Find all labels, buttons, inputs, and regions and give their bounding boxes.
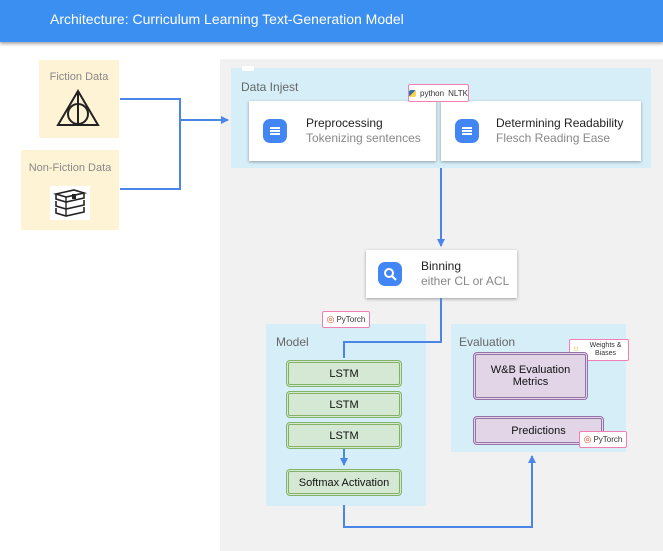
wandb-dots-icon: ⁞⁞ bbox=[573, 344, 579, 355]
non-fiction-data-label: Non-Fiction Data bbox=[28, 162, 112, 174]
pytorch-flame-icon: ◎ bbox=[583, 434, 592, 444]
fiction-to-ingest-arrow bbox=[120, 98, 229, 124]
model-to-evaluation-arrow bbox=[343, 455, 536, 528]
preprocessing-subtitle: Tokenizing sentences bbox=[306, 131, 421, 145]
processing-icon bbox=[263, 119, 287, 143]
binning-search-icon bbox=[378, 262, 402, 286]
python-logo-icon bbox=[409, 89, 417, 97]
python-label: python bbox=[420, 88, 445, 98]
processing-icon bbox=[455, 119, 479, 143]
books-icon bbox=[52, 189, 88, 217]
diagram-title: Architecture: Curriculum Learning Text-G… bbox=[50, 11, 404, 27]
lstm-layer-2: LSTM bbox=[286, 391, 402, 418]
lstm-layer-1: LSTM bbox=[286, 360, 402, 387]
readability-title: Determining Readability bbox=[496, 116, 624, 130]
preprocessing-title: Preprocessing bbox=[306, 116, 383, 130]
lstm-layer-3: LSTM bbox=[286, 422, 402, 449]
lane-tab bbox=[242, 66, 254, 71]
binning-subtitle: either CL or ACL bbox=[421, 274, 510, 288]
python-nltk-badge: python NLTK bbox=[408, 84, 469, 102]
title-bar bbox=[0, 0, 663, 42]
fiction-data-label: Fiction Data bbox=[49, 71, 109, 83]
pytorch-label: PyTorch bbox=[593, 435, 623, 444]
readability-subtitle: Flesch Reading Ease bbox=[496, 131, 611, 145]
evaluation-label: Evaluation bbox=[459, 335, 516, 349]
nltk-label: NLTK bbox=[448, 88, 468, 98]
wandb-metrics-box: W&B Evaluation Metrics bbox=[473, 352, 588, 400]
wandb-label: Weights & Biases bbox=[589, 342, 622, 357]
pytorch-badge-eval: ◎ PyTorch bbox=[579, 431, 627, 448]
deathly-hallows-icon bbox=[56, 89, 100, 126]
preprocessing-step: Preprocessing Tokenizing sentences bbox=[249, 101, 436, 161]
binning-step: Binning either CL or ACL bbox=[366, 250, 517, 298]
softmax-activation-layer: Softmax Activation bbox=[286, 469, 402, 496]
data-ingest-label: Data Injest bbox=[241, 80, 299, 94]
pytorch-label: PyTorch bbox=[336, 315, 366, 324]
readability-step: Determining Readability Flesch Reading E… bbox=[441, 101, 641, 161]
model-label: Model bbox=[276, 335, 309, 349]
pytorch-flame-icon: ◎ bbox=[326, 314, 335, 324]
binning-to-model-arrow bbox=[343, 298, 442, 358]
binning-title: Binning bbox=[421, 259, 462, 273]
nonfiction-to-ingest-arrow bbox=[120, 120, 181, 190]
pytorch-badge-model: ◎ PyTorch bbox=[322, 311, 370, 328]
